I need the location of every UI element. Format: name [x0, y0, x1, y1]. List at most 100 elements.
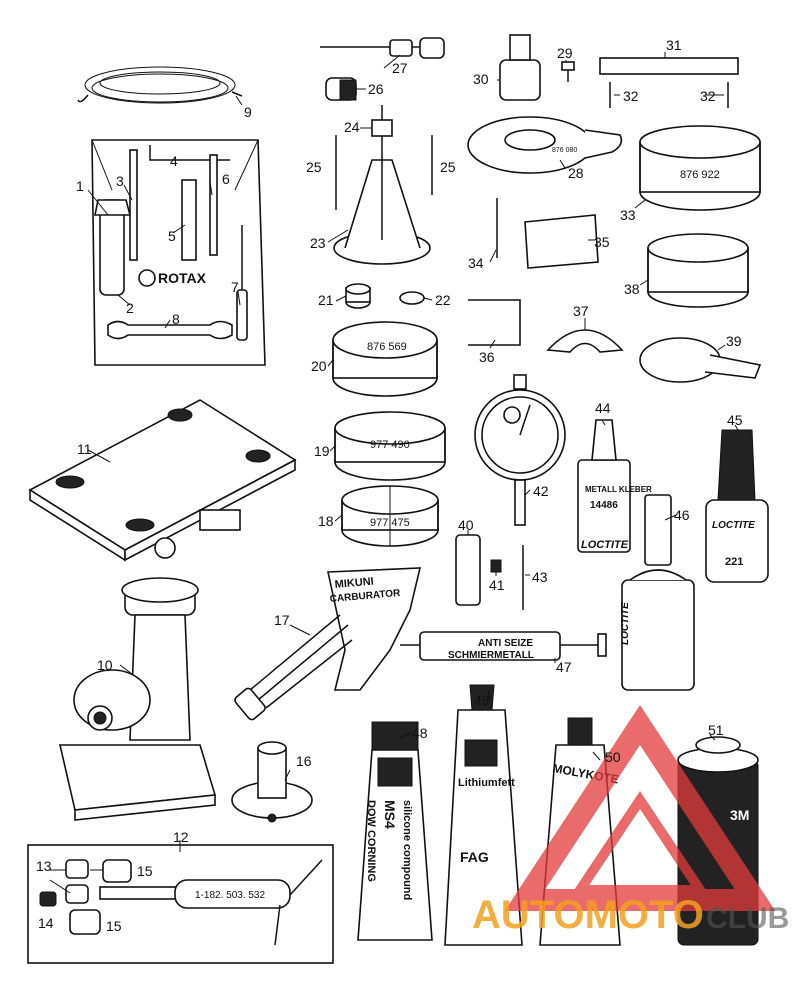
label-10: 10	[97, 657, 113, 673]
label-39: 39	[726, 333, 742, 349]
part-1-tool-board	[91, 139, 266, 366]
label-49: 49	[474, 692, 490, 708]
tube-49-brand: FAG	[460, 849, 489, 865]
label-17: 17	[274, 612, 290, 628]
rotax-logo-text: ROTAX	[158, 270, 207, 286]
label-14: 14	[38, 915, 54, 931]
watermark-logo	[504, 704, 776, 911]
part-37-half-ring	[546, 329, 624, 353]
label-19: 19	[314, 443, 330, 459]
part-labels: 1 2 3 4 5 6 7 8 9 10 11 12 13 14 15 15 1…	[36, 37, 743, 934]
label-2: 2	[126, 300, 134, 316]
part-38-split-sleeve	[647, 233, 749, 308]
bottle-44-brand: LOCTITE	[581, 539, 629, 551]
part-10-engine-stand	[58, 577, 217, 821]
label-40: 40	[458, 517, 474, 533]
part-12-tool-set	[27, 844, 334, 964]
label-6: 6	[222, 171, 230, 187]
bottle-46-brand: LOCTITE	[620, 602, 631, 645]
label-32-a: 32	[623, 88, 639, 104]
tube-48-brand: DOW CORNING	[365, 800, 377, 882]
part-11-mounting-plate	[28, 399, 297, 562]
label-45: 45	[727, 412, 743, 428]
label-8: 8	[172, 311, 180, 327]
part-44-adhesive-bottle	[577, 419, 631, 553]
bottle-45-code: 221	[725, 556, 743, 568]
label-25-b: 25	[440, 159, 456, 175]
part-9-rope-coil	[77, 66, 243, 104]
part-19-ring	[334, 411, 446, 481]
ring-19-marking: 977 490	[370, 439, 410, 451]
label-37: 37	[573, 303, 589, 319]
label-26: 26	[368, 81, 384, 97]
label-25-a: 25	[306, 159, 322, 175]
part-46-adhesive-bottle	[621, 494, 695, 691]
tube-48-product: MS4	[382, 800, 398, 829]
part-17-carburator-tools	[234, 567, 422, 721]
part-21-cap	[345, 283, 371, 309]
label-16: 16	[296, 753, 312, 769]
label-33: 33	[620, 207, 636, 223]
label-27: 27	[392, 60, 408, 76]
part-27-pin	[320, 37, 445, 59]
label-4: 4	[170, 153, 178, 169]
part-47-grease-syringe	[400, 631, 607, 661]
label-48: 48	[412, 725, 428, 741]
part-45-adhesive-bottle	[705, 429, 769, 583]
mikuni-label: MIKUNI	[334, 576, 374, 591]
label-21: 21	[318, 292, 334, 308]
label-20: 20	[311, 358, 327, 374]
label-41: 41	[489, 577, 505, 593]
label-47: 47	[556, 659, 572, 675]
label-44: 44	[595, 400, 611, 416]
part-49-grease-tube	[444, 684, 523, 946]
label-51: 51	[708, 722, 724, 738]
part-28-puller-plate	[467, 116, 623, 174]
tube-48-desc: silicone compound	[401, 800, 413, 900]
label-15-a: 15	[137, 863, 153, 879]
puller-28-marking: 876 080	[552, 147, 577, 154]
label-31: 31	[666, 37, 682, 53]
label-29: 29	[557, 45, 573, 61]
label-30: 30	[473, 71, 489, 87]
part-31-bar	[599, 57, 739, 75]
sleeve-33-marking: 876 922	[680, 169, 720, 181]
tube-49-label: Lithiumfett	[458, 777, 515, 789]
part-18-split-ring	[341, 485, 439, 547]
bottle-44-label: METALL KLEBER	[585, 485, 652, 494]
can-51-brand: 3M	[730, 807, 749, 823]
label-38: 38	[624, 281, 640, 297]
label-28: 28	[568, 165, 584, 181]
part-39-lock-tool	[639, 337, 762, 383]
label-13: 13	[36, 858, 52, 874]
part-30-threaded-bushing	[499, 34, 541, 101]
label-36: 36	[479, 349, 495, 365]
label-43: 43	[532, 569, 548, 585]
label-15-b: 15	[106, 918, 122, 934]
part-22-cap	[399, 291, 425, 305]
label-35: 35	[594, 234, 610, 250]
label-42: 42	[533, 483, 549, 499]
syringe-47-label-2: SCHMIERMETALL	[448, 650, 534, 661]
bottle-44-code: 14486	[590, 500, 618, 511]
leader-lines	[49, 52, 739, 894]
label-32-b: 32	[700, 88, 716, 104]
label-1: 1	[76, 178, 84, 194]
part-26-nut	[325, 77, 357, 101]
part-16-press-bushing	[231, 741, 313, 823]
part-29-screw	[561, 61, 575, 82]
part-36-bracket	[468, 299, 521, 346]
part-23-puller-frame	[333, 105, 431, 265]
part-41-set-screw	[490, 559, 502, 573]
label-22: 22	[435, 292, 451, 308]
bottle-45-brand: LOCTITE	[712, 520, 755, 531]
watermark-text-tail: CLUB	[706, 902, 789, 935]
label-5: 5	[168, 228, 176, 244]
label-12: 12	[173, 829, 189, 845]
label-24: 24	[344, 119, 360, 135]
label-34: 34	[468, 255, 484, 271]
part-35-plate	[524, 214, 599, 269]
label-7: 7	[231, 279, 239, 295]
